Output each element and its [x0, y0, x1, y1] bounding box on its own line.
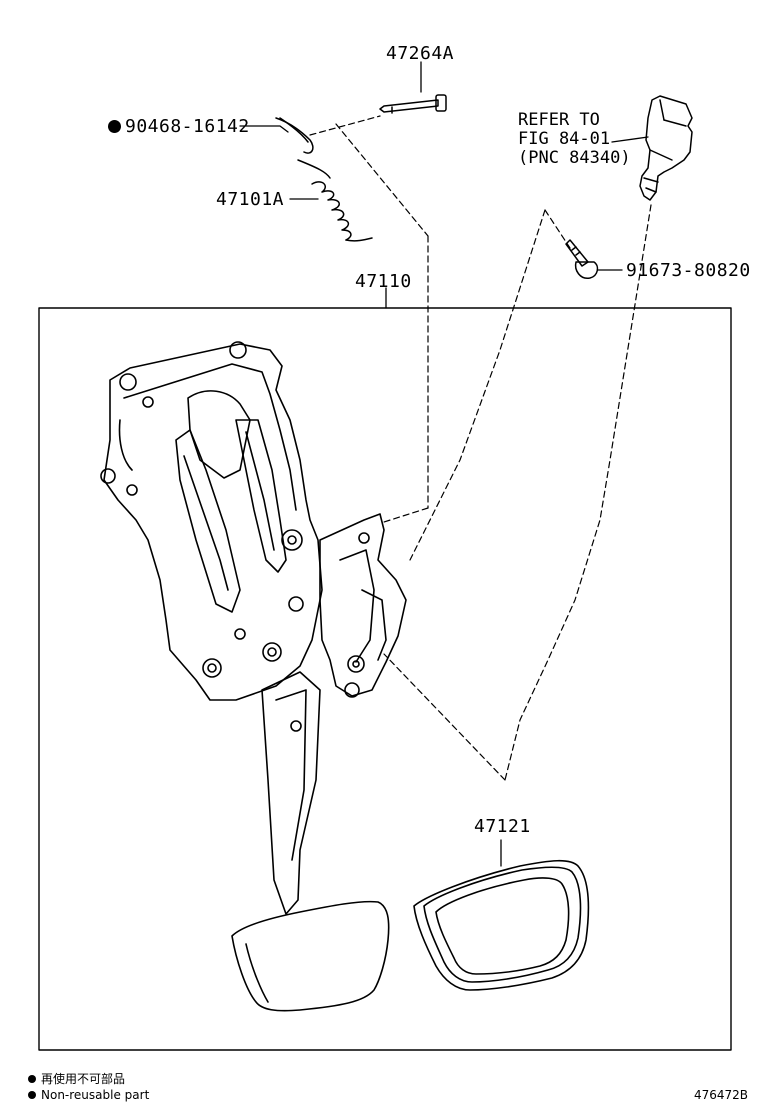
pedal-bracket-assembly [100, 341, 407, 1012]
label-90468: 90468-16142 [108, 117, 250, 137]
refer-note-line1: REFER TO [518, 110, 600, 130]
dashed-lines [309, 115, 652, 781]
leader-lines [239, 61, 649, 867]
assembly-frame [38, 307, 732, 1051]
diagram-code: 476472B [693, 1088, 748, 1102]
label-47264a: 47264A [386, 43, 455, 64]
label-90468-text: 90468-16142 [125, 116, 250, 137]
legend-en-text: Non-reusable part [41, 1088, 150, 1102]
refer-note-line3: (PNC 84340) [518, 148, 631, 168]
label-47110: 47110 [355, 271, 412, 292]
legend-jp-text: 再使用不可部品 [41, 1072, 126, 1086]
legend-dot-icon [28, 1091, 36, 1099]
pedal-pad [231, 900, 390, 1012]
pedal-pad-cover-47121 [413, 859, 590, 991]
label-91673: 91673-80820 [626, 260, 751, 281]
legend-jp: 再使用不可部品 [28, 1072, 125, 1086]
label-47101a: 47101A [216, 189, 285, 210]
non-reusable-dot-icon [108, 120, 121, 133]
legend-en: Non-reusable part [28, 1088, 149, 1102]
spring-47101a [297, 159, 373, 242]
label-47121: 47121 [474, 816, 531, 837]
switch-84340 [639, 95, 693, 201]
legend-dot-icon [28, 1075, 36, 1083]
pin-47264a [379, 94, 447, 114]
clip-90468 [275, 117, 314, 154]
refer-note-line2: FIG 84-01 [518, 129, 611, 149]
bolt-91673 [565, 239, 599, 279]
